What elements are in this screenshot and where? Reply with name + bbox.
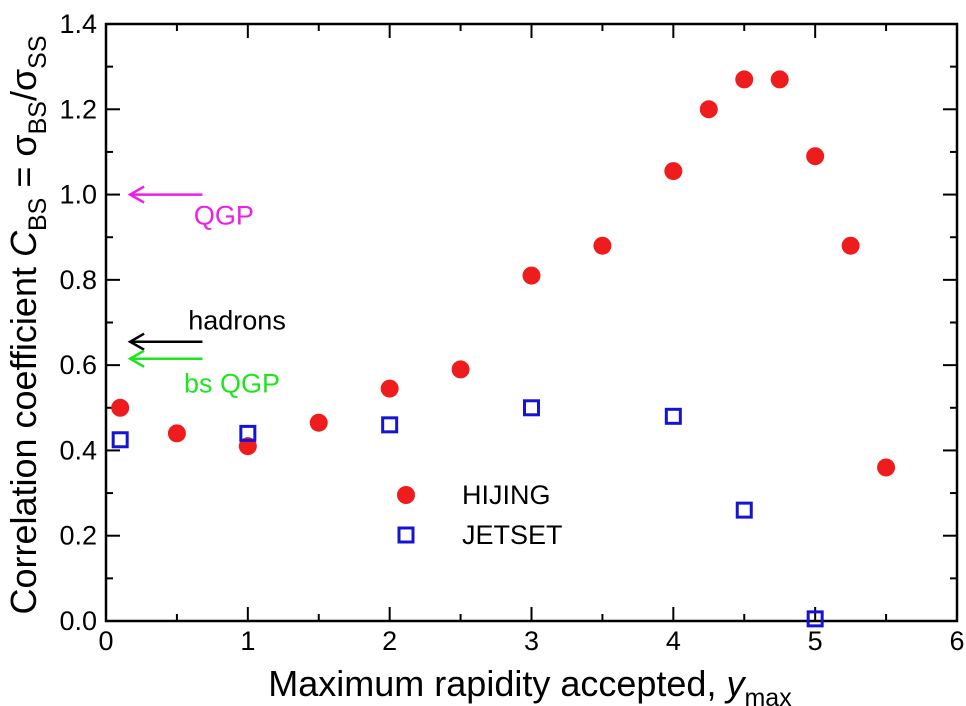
ticks — [105, 23, 958, 622]
hijing-point — [111, 398, 130, 417]
annotation-hadrons: hadrons — [127, 306, 286, 351]
hijing-point — [309, 413, 328, 432]
jetset-point — [664, 407, 682, 425]
annotation-arrowhead — [127, 349, 145, 368]
hijing-point — [699, 100, 718, 119]
y-tick-label: 1.4 — [59, 9, 97, 39]
hijing-point — [735, 70, 754, 89]
hijing-point — [877, 458, 896, 477]
y-tick-label: 1.0 — [59, 180, 97, 210]
y-axis-label: Correlation coefficient CBS = σBS/σSS — [3, 35, 52, 614]
jetset-point — [735, 501, 753, 519]
hijing-point — [770, 70, 789, 89]
series-hijing — [111, 70, 896, 477]
series-jetset — [111, 399, 824, 628]
annotation-label: hadrons — [188, 306, 286, 336]
annotation-qgp: QGP — [127, 185, 254, 231]
legend-item-hijing: HIJING — [397, 480, 551, 510]
jetset-point — [239, 424, 257, 442]
y-tick-label: 0.6 — [59, 350, 97, 380]
y-tick-label: 0.0 — [59, 606, 97, 636]
x-tick-label: 4 — [666, 626, 681, 656]
jetset-point — [381, 416, 399, 434]
legend: HIJING JETSET — [397, 480, 563, 550]
x-tick-label: 5 — [808, 626, 823, 656]
hijing-point — [451, 360, 470, 379]
x-tick-label: 1 — [240, 626, 255, 656]
annotations: QGP hadrons bs QGP — [127, 185, 286, 399]
hijing-point — [380, 379, 399, 398]
hijing-point — [167, 424, 186, 443]
x-axis-label: Maximum rapidity accepted, ymax — [268, 663, 792, 706]
jetset-point — [806, 610, 824, 628]
annotation-label: QGP — [194, 201, 254, 231]
y-tick-label: 1.2 — [59, 94, 97, 124]
x-tick-label: 3 — [524, 626, 539, 656]
hijing-point — [593, 236, 612, 255]
x-tick-label: 2 — [382, 626, 397, 656]
jetset-point — [523, 399, 540, 417]
y-tick-label: 0.2 — [59, 521, 97, 551]
annotation-label: bs QGP — [184, 369, 280, 399]
legend-label: HIJING — [462, 480, 551, 510]
legend-label: JETSET — [462, 520, 563, 550]
legend-marker — [397, 486, 415, 504]
hijing-point — [841, 236, 860, 255]
jetset-point — [111, 431, 129, 449]
legend-item-jetset: JETSET — [397, 520, 563, 550]
tick-labels: 0 1 2 3 4 5 6 0.0 0.2 0.4 0.6 0.8 1.0 1.2 1.4 — [59, 9, 964, 656]
hijing-point — [806, 147, 825, 166]
hijing-point — [522, 266, 541, 285]
annotation-arrowhead — [127, 332, 145, 351]
hijing-point — [664, 162, 683, 181]
x-tick-label: 0 — [98, 626, 113, 656]
legend-marker — [397, 526, 415, 544]
annotation-bs-qgp: bs QGP — [127, 349, 280, 399]
data-marks — [111, 70, 896, 628]
y-tick-label: 0.8 — [59, 265, 97, 295]
y-tick-label: 0.4 — [59, 435, 97, 465]
annotation-arrowhead — [127, 185, 145, 204]
x-tick-label: 6 — [949, 626, 964, 656]
